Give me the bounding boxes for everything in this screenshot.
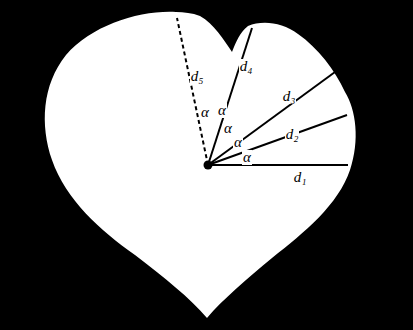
radius-line (208, 72, 335, 165)
angle-label: α (200, 105, 210, 120)
dashed-radius-line (177, 18, 208, 165)
radius-label: d₄ (239, 59, 254, 74)
radius-line (208, 164, 348, 166)
radius-label: d₃ (282, 89, 297, 104)
radius-lines (177, 18, 348, 165)
radius-label: d₁ (293, 170, 308, 185)
angle-label: α (242, 150, 252, 165)
radius-line (208, 115, 347, 165)
angle-label: α (217, 103, 227, 118)
radius-label: d₅ (190, 69, 205, 84)
radius-label: d₂ (285, 127, 300, 142)
center-dot (204, 161, 213, 170)
leaf-silhouette (45, 12, 356, 318)
angle-label: α (223, 121, 233, 136)
angle-label: α (233, 135, 243, 150)
radius-line (208, 28, 252, 165)
